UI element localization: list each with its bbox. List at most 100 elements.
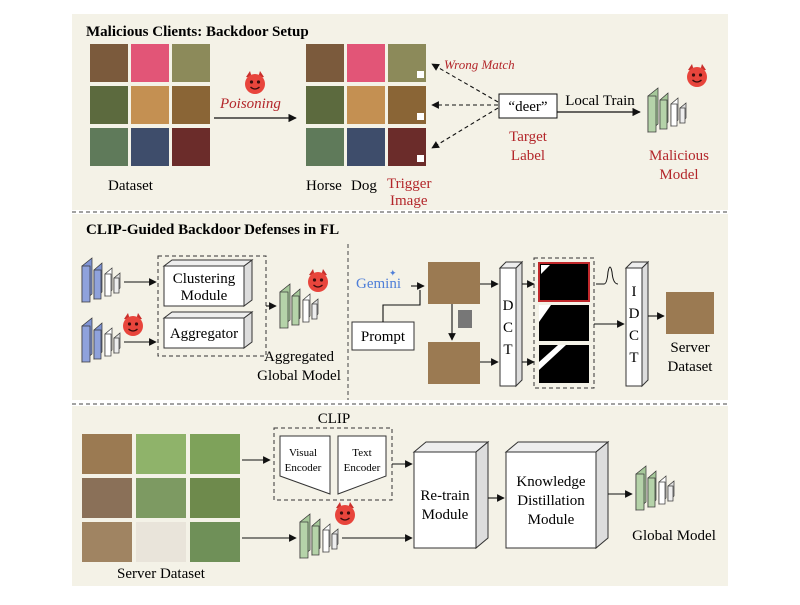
clustering-module-label-line1: Clustering: [173, 271, 236, 287]
visual-encoder-label-line1: Visual: [289, 447, 317, 459]
target-label-line1: Target: [509, 129, 548, 145]
aggregated-label-line1: Aggregated: [264, 349, 334, 365]
kd-module-label-line2: Distillation: [517, 493, 585, 509]
server-image-horse-3: [190, 522, 240, 562]
gemini-sparkle-icon: ✦: [389, 268, 397, 278]
local-train-label: Local Train: [565, 93, 635, 109]
devil-icon: [307, 268, 329, 293]
server-dataset-grid-label: Server Dataset: [117, 566, 206, 582]
dct-letter-c: C: [503, 320, 513, 336]
server-image-cat-1: [82, 434, 132, 474]
panel-clip-distillation: Server Dataset CLIP Visual Encoder Text …: [72, 403, 728, 586]
text-encoder-label-line2: Encoder: [344, 462, 381, 474]
server-image-cat-3: [82, 522, 132, 562]
server-dataset-image-grid: [82, 434, 240, 562]
idct-block-top: [624, 261, 650, 269]
dataset-image-dog-4: [131, 128, 169, 166]
server-dataset-cat-image: [666, 292, 714, 334]
dataset-image-dog-5: [172, 128, 210, 166]
server-dataset-label-line1: Server: [670, 340, 709, 356]
idct-letter-c: C: [629, 328, 639, 344]
trigger-patch-icon: [417, 155, 424, 162]
kd-module-label-line3: Module: [528, 512, 575, 528]
server-image-horse-2: [190, 478, 240, 518]
wrong-match-arrow-3: [431, 107, 499, 149]
horse-label: Horse: [306, 178, 342, 194]
frequency-map-2-corner: [539, 305, 551, 322]
prompt-box: [351, 321, 415, 351]
aggregator-label: Aggregator: [170, 326, 238, 342]
panel-clip-guided-defenses: CLIP-Guided Backdoor Defenses in FL Clus…: [72, 211, 728, 400]
dataset-image-horse-1: [90, 44, 128, 82]
dataset-image-grid: [90, 44, 210, 166]
poisoned-image-horse-1: [306, 44, 344, 82]
poisoned-image-horse-2: [306, 86, 344, 124]
target-label-box: [498, 93, 558, 119]
idct-letter-t: T: [629, 350, 638, 366]
devil-icon: [686, 63, 708, 88]
panel-backdoor-setup: Malicious Clients: Backdoor Setup Datase…: [72, 14, 728, 210]
dataset-image-dog-3: [172, 86, 210, 124]
frequency-map-3-stripe: [539, 345, 566, 370]
retrain-module-box: [413, 451, 477, 549]
kd-module-top: [504, 441, 610, 453]
visual-encoder-label-line2: Encoder: [285, 462, 322, 474]
poisoned-image-horse-3: [306, 128, 344, 166]
wrong-match-arrow-1: [431, 63, 499, 103]
retrain-module-label-line2: Module: [422, 507, 469, 523]
devil-icon: [244, 70, 266, 95]
wrong-match-label: Wrong Match: [444, 57, 515, 72]
dataset-image-dog-1: [131, 44, 169, 82]
server-image-dog-3: [136, 522, 186, 562]
poisoned-image-dog-3: [347, 128, 385, 166]
frequency-map-3: [539, 345, 589, 383]
trigger-image-label-line1: Trigger: [387, 176, 431, 192]
aggregator-box: [163, 317, 245, 349]
frequency-map-2: [539, 305, 589, 341]
dataset-label: Dataset: [108, 178, 154, 194]
dataset-image-horse-2: [172, 44, 210, 82]
panel-2-background: [72, 214, 728, 400]
global-model-label: Global Model: [632, 528, 716, 544]
text-encoder-label-line1: Text: [352, 447, 371, 459]
frequency-map-1: [538, 262, 590, 302]
target-label-line2: Label: [511, 148, 545, 164]
aggregator-top: [162, 311, 254, 319]
clustering-module-side: [243, 259, 253, 307]
dct-block-side: [515, 260, 523, 388]
text-encoder-shape: [337, 435, 387, 495]
idct-letter-i: I: [632, 284, 637, 300]
dct-letter-d: D: [503, 298, 514, 314]
retrain-module-side: [475, 440, 489, 550]
clustering-module-top: [162, 259, 254, 267]
devil-icon: [334, 501, 356, 526]
aggregated-label-line2: Global Model: [257, 368, 341, 384]
dog-label: Dog: [351, 178, 377, 194]
poisoned-image-dog-2: [347, 86, 385, 124]
poisoned-image-grid: [306, 44, 426, 166]
dataset-image-horse-3: [90, 86, 128, 124]
dataset-image-dog-2: [131, 86, 169, 124]
idct-block-side: [641, 260, 649, 388]
kd-module-box: [505, 451, 597, 549]
visual-encoder-shape: [279, 435, 331, 495]
trigger-patch-icon: [417, 113, 424, 120]
retrain-module-label-line1: Re-train: [420, 488, 470, 504]
idct-letter-d: D: [629, 306, 640, 322]
trigger-image-label-line2: Image: [390, 193, 428, 209]
prompt-label: Prompt: [361, 329, 406, 345]
clip-label: CLIP: [318, 411, 351, 427]
frequency-spike-icon: [596, 266, 619, 285]
prompt-arrow: [382, 290, 421, 322]
poisoned-image-dog-1: [347, 44, 385, 82]
server-dataset-label-line2: Dataset: [668, 359, 714, 375]
kd-module-label-line1: Knowledge: [516, 474, 585, 490]
panel-2-title: CLIP-Guided Backdoor Defenses in FL: [86, 222, 339, 238]
cat-image-original: [428, 262, 480, 304]
dct-block-top: [498, 261, 524, 269]
server-image-dog-2: [136, 478, 186, 518]
cat-image-triggered: [428, 342, 480, 384]
dataset-image-horse-4: [90, 128, 128, 166]
